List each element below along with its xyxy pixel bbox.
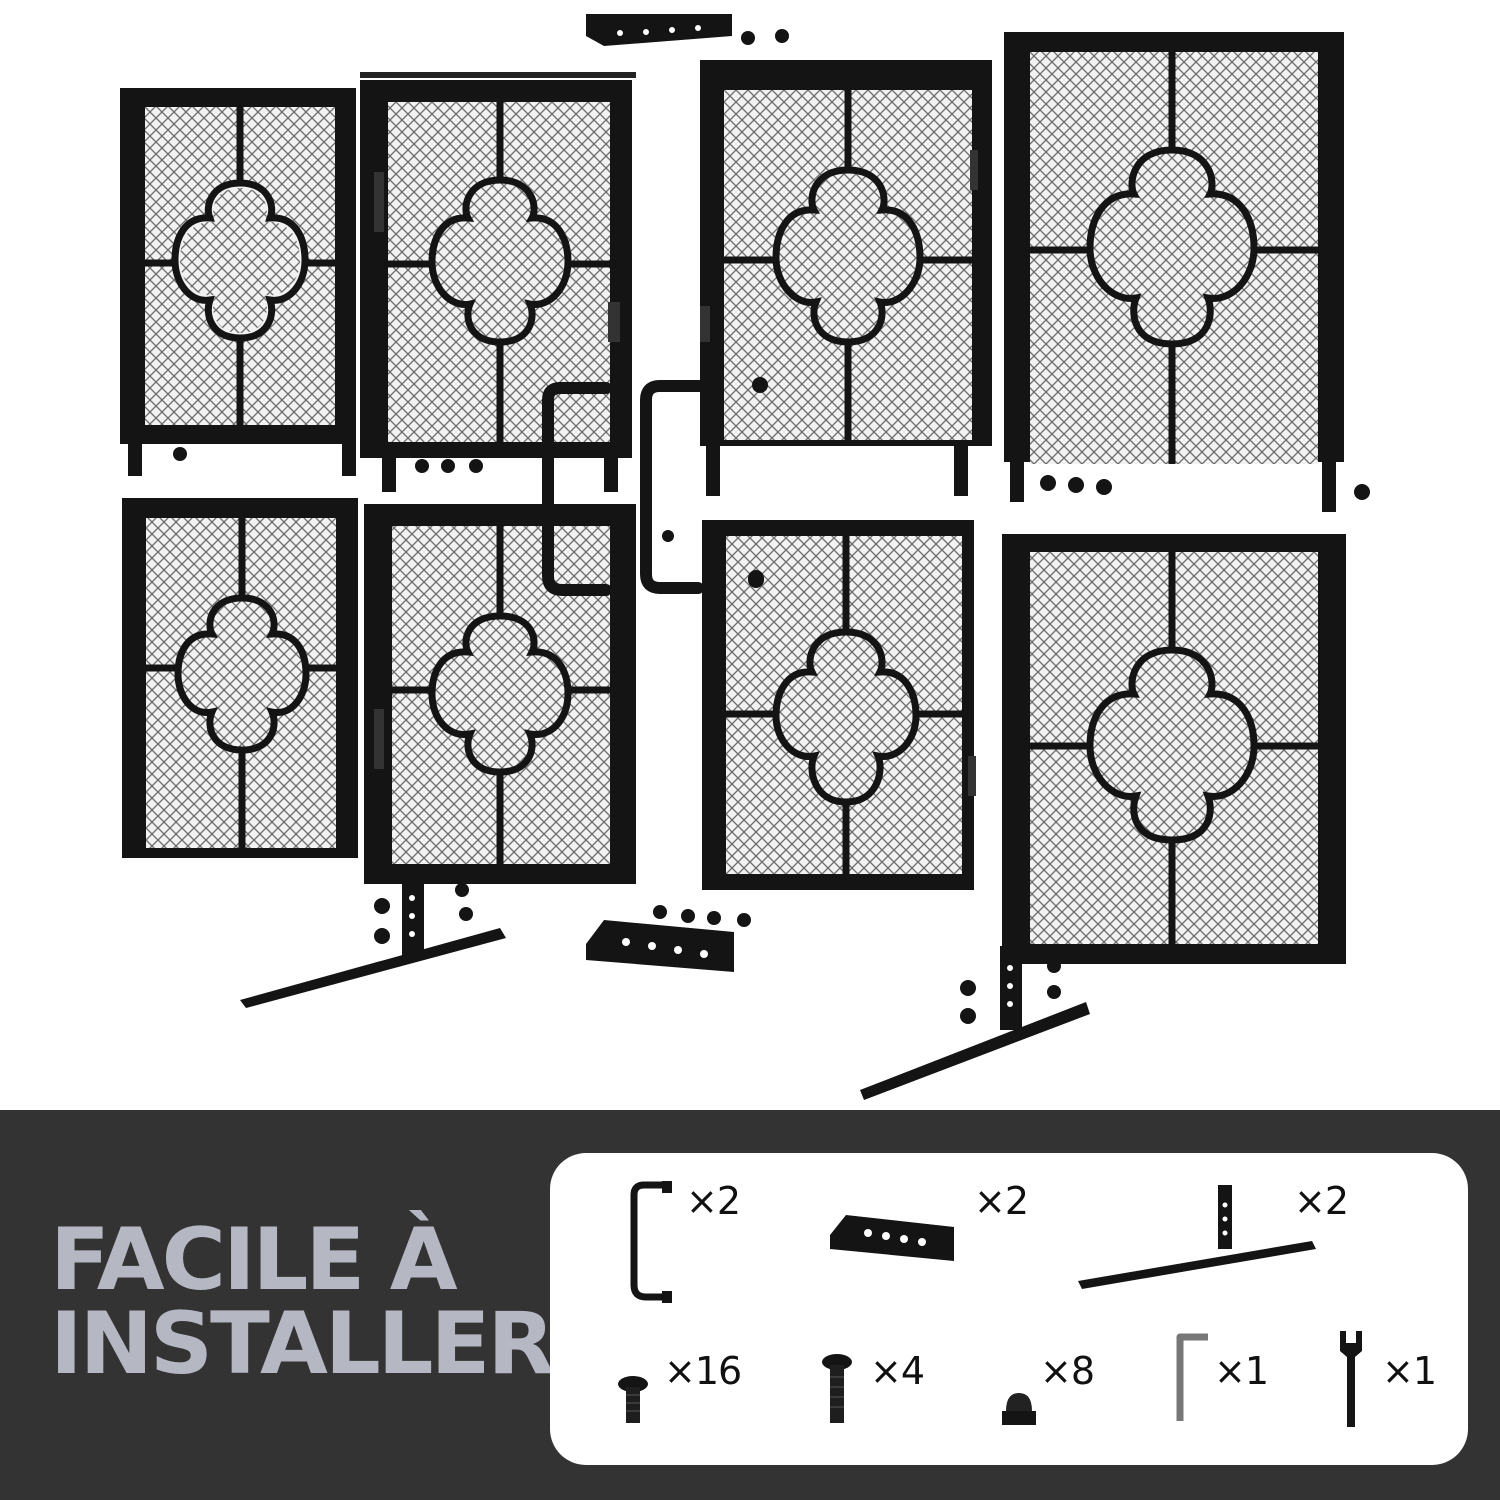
foot-stand-icon (1078, 1185, 1316, 1289)
panel-bottom-1 (122, 498, 358, 858)
panel-top-4 (1004, 32, 1344, 512)
panel-bottom-3 (702, 520, 976, 890)
panel-top-2 (360, 72, 636, 492)
panel-bottom-2 (364, 504, 636, 884)
exploded-assembly-diagram (120, 14, 1370, 1100)
hex-key-icon (1176, 1333, 1208, 1421)
part-handle-qty: ×2 (686, 1179, 741, 1223)
panel-bottom-4 (1002, 534, 1346, 964)
part-hex-key (1172, 1329, 1212, 1429)
part-bolt-long (616, 1375, 650, 1429)
part-cap-nut-qty: ×8 (1040, 1349, 1095, 1393)
part-handle (626, 1179, 676, 1309)
part-u-bracket-qty: ×2 (974, 1179, 1029, 1223)
bolt-icon (822, 1354, 852, 1423)
panel-top-1 (120, 88, 356, 476)
part-bolt-long-qty: ×16 (664, 1349, 742, 1393)
handle-left (542, 382, 612, 596)
headline: FACILE À INSTALLER (50, 1210, 555, 1394)
part-foot-stand (1076, 1185, 1320, 1293)
headline-line-2: INSTALLER (50, 1294, 555, 1394)
headline-line-1: FACILE À (50, 1210, 458, 1310)
bolt-long-icon (618, 1376, 648, 1423)
bracket-top (586, 14, 732, 46)
part-cap-nut (998, 1389, 1040, 1433)
handle-right (640, 380, 706, 594)
part-u-bracket (828, 1209, 956, 1269)
handle-icon (630, 1181, 672, 1303)
wrench-icon (1340, 1331, 1362, 1427)
bolts (173, 29, 1370, 1024)
part-wrench-qty: ×1 (1382, 1349, 1437, 1393)
part-wrench (1336, 1327, 1366, 1435)
part-bolt (820, 1353, 854, 1429)
part-bolt-qty: ×4 (870, 1349, 925, 1393)
foot-stand-right (860, 946, 1090, 1100)
bracket-bottom (586, 920, 734, 972)
parts-list-card: ×2 ×2 ×2 ×16 ×4 (550, 1153, 1468, 1465)
u-bracket-icon (830, 1215, 954, 1261)
foot-stand-left (240, 876, 506, 1008)
panel-top-3 (700, 60, 992, 496)
part-foot-stand-qty: ×2 (1294, 1179, 1349, 1223)
part-hex-key-qty: ×1 (1214, 1349, 1269, 1393)
assembly-illustration (120, 14, 1370, 1100)
cap-nut-icon (1002, 1393, 1036, 1425)
